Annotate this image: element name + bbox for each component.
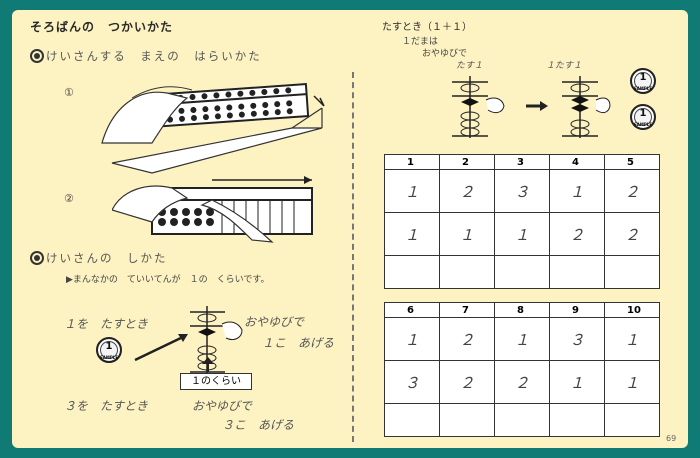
table-cell: ３ — [494, 169, 550, 213]
instruction-add-3: ３を たすとき — [64, 399, 149, 413]
answer-cell — [549, 403, 605, 437]
column-header: 4 — [549, 154, 605, 170]
worksheet: そろばんの つかいかた けいさんする まえの はらいかた ① ② — [12, 10, 688, 448]
practice-table-2: 6 7 8 9 10 １ ２ １ ３ １ ３ ２ ２ １ １ — [384, 302, 660, 437]
table-row: ３ ２ ２ １ １ — [384, 360, 660, 404]
table-cell: １ — [384, 317, 440, 361]
table-cell: ２ — [439, 317, 495, 361]
table-cell: ３ — [549, 317, 605, 361]
column-header: 7 — [439, 302, 495, 318]
table-cell: ２ — [604, 212, 660, 256]
one-plus-one-diagram — [452, 76, 611, 138]
instruction-thumb-3: おやゆびで — [192, 399, 253, 413]
instruction-thumb-1: おやゆびで — [244, 315, 305, 329]
caption-add-one: たす１ — [456, 61, 484, 71]
step-number-2: ② — [64, 192, 74, 205]
page-title: そろばんの つかいかた — [30, 20, 174, 34]
table-row: １ ２ ３ １ ２ — [384, 169, 660, 213]
caption-bead: １だまは — [402, 37, 438, 47]
section-heading-clear: けいさんする まえの はらいかた — [46, 49, 262, 63]
step-number-1: ① — [64, 86, 74, 99]
right-heading: たすとき（１＋１） — [382, 22, 472, 33]
column-header: 6 — [384, 302, 440, 318]
table-row: １ ２ １ ３ １ — [384, 317, 660, 361]
table-cell: １ — [604, 360, 660, 404]
answer-cell — [604, 255, 660, 289]
table-row — [384, 403, 660, 437]
instruction-raise-3: ３こ あげる — [222, 418, 295, 432]
table-row — [384, 255, 660, 289]
table-cell: １ — [604, 317, 660, 361]
table-cell: １ — [494, 317, 550, 361]
answer-cell — [604, 403, 660, 437]
table-cell: ２ — [439, 169, 495, 213]
column-header: 1 — [384, 154, 440, 170]
table-row: １ １ １ ２ ２ — [384, 212, 660, 256]
caption-thumb: おやゆびで — [422, 49, 468, 59]
table-cell: １ — [494, 212, 550, 256]
column-header: 10 — [604, 302, 660, 318]
answer-cell — [439, 403, 495, 437]
answer-cell — [439, 255, 495, 289]
table-cell: ２ — [494, 360, 550, 404]
answer-cell — [384, 403, 440, 437]
add-one-diagram — [134, 306, 243, 376]
column-header: 5 — [604, 154, 660, 170]
instruction-add-1: １を たすとき — [64, 317, 149, 331]
table-cell: ２ — [549, 212, 605, 256]
table-cell: ３ — [384, 360, 440, 404]
table-cell: １ — [439, 212, 495, 256]
section-heading-calc: けいさんの しかた — [46, 251, 168, 265]
up-arrow-icon — [202, 357, 214, 372]
answer-cell — [549, 255, 605, 289]
column-header: 2 — [439, 154, 495, 170]
answer-cell — [384, 255, 440, 289]
bullet-icon — [30, 49, 44, 63]
table-cell: １ — [549, 360, 605, 404]
ones-place-label: １のくらい — [180, 373, 252, 390]
page-number: 69 — [666, 434, 677, 443]
place-note: ▶まんなかの ていいてんが １の くらいです。 — [66, 275, 270, 285]
column-header: 9 — [549, 302, 605, 318]
caption-one-plus-one: １たす１ — [546, 61, 583, 71]
abacus-tilt-illustration — [101, 83, 325, 174]
answer-cell — [494, 403, 550, 437]
table-cell: ２ — [439, 360, 495, 404]
column-divider — [352, 72, 354, 442]
column-header: 8 — [494, 302, 550, 318]
table-cell: １ — [384, 212, 440, 256]
column-header: 3 — [494, 154, 550, 170]
abacus-sweep-illustration — [112, 176, 313, 243]
table-cell: １ — [384, 169, 440, 213]
table-cell: １ — [549, 169, 605, 213]
practice-table-1: 1 2 3 4 5 １ ２ ３ １ ２ １ １ １ ２ ２ — [384, 154, 660, 289]
table-cell: ２ — [604, 169, 660, 213]
bullet-icon — [30, 251, 44, 265]
instruction-raise-1: １こ あげる — [262, 336, 335, 350]
answer-cell — [494, 255, 550, 289]
